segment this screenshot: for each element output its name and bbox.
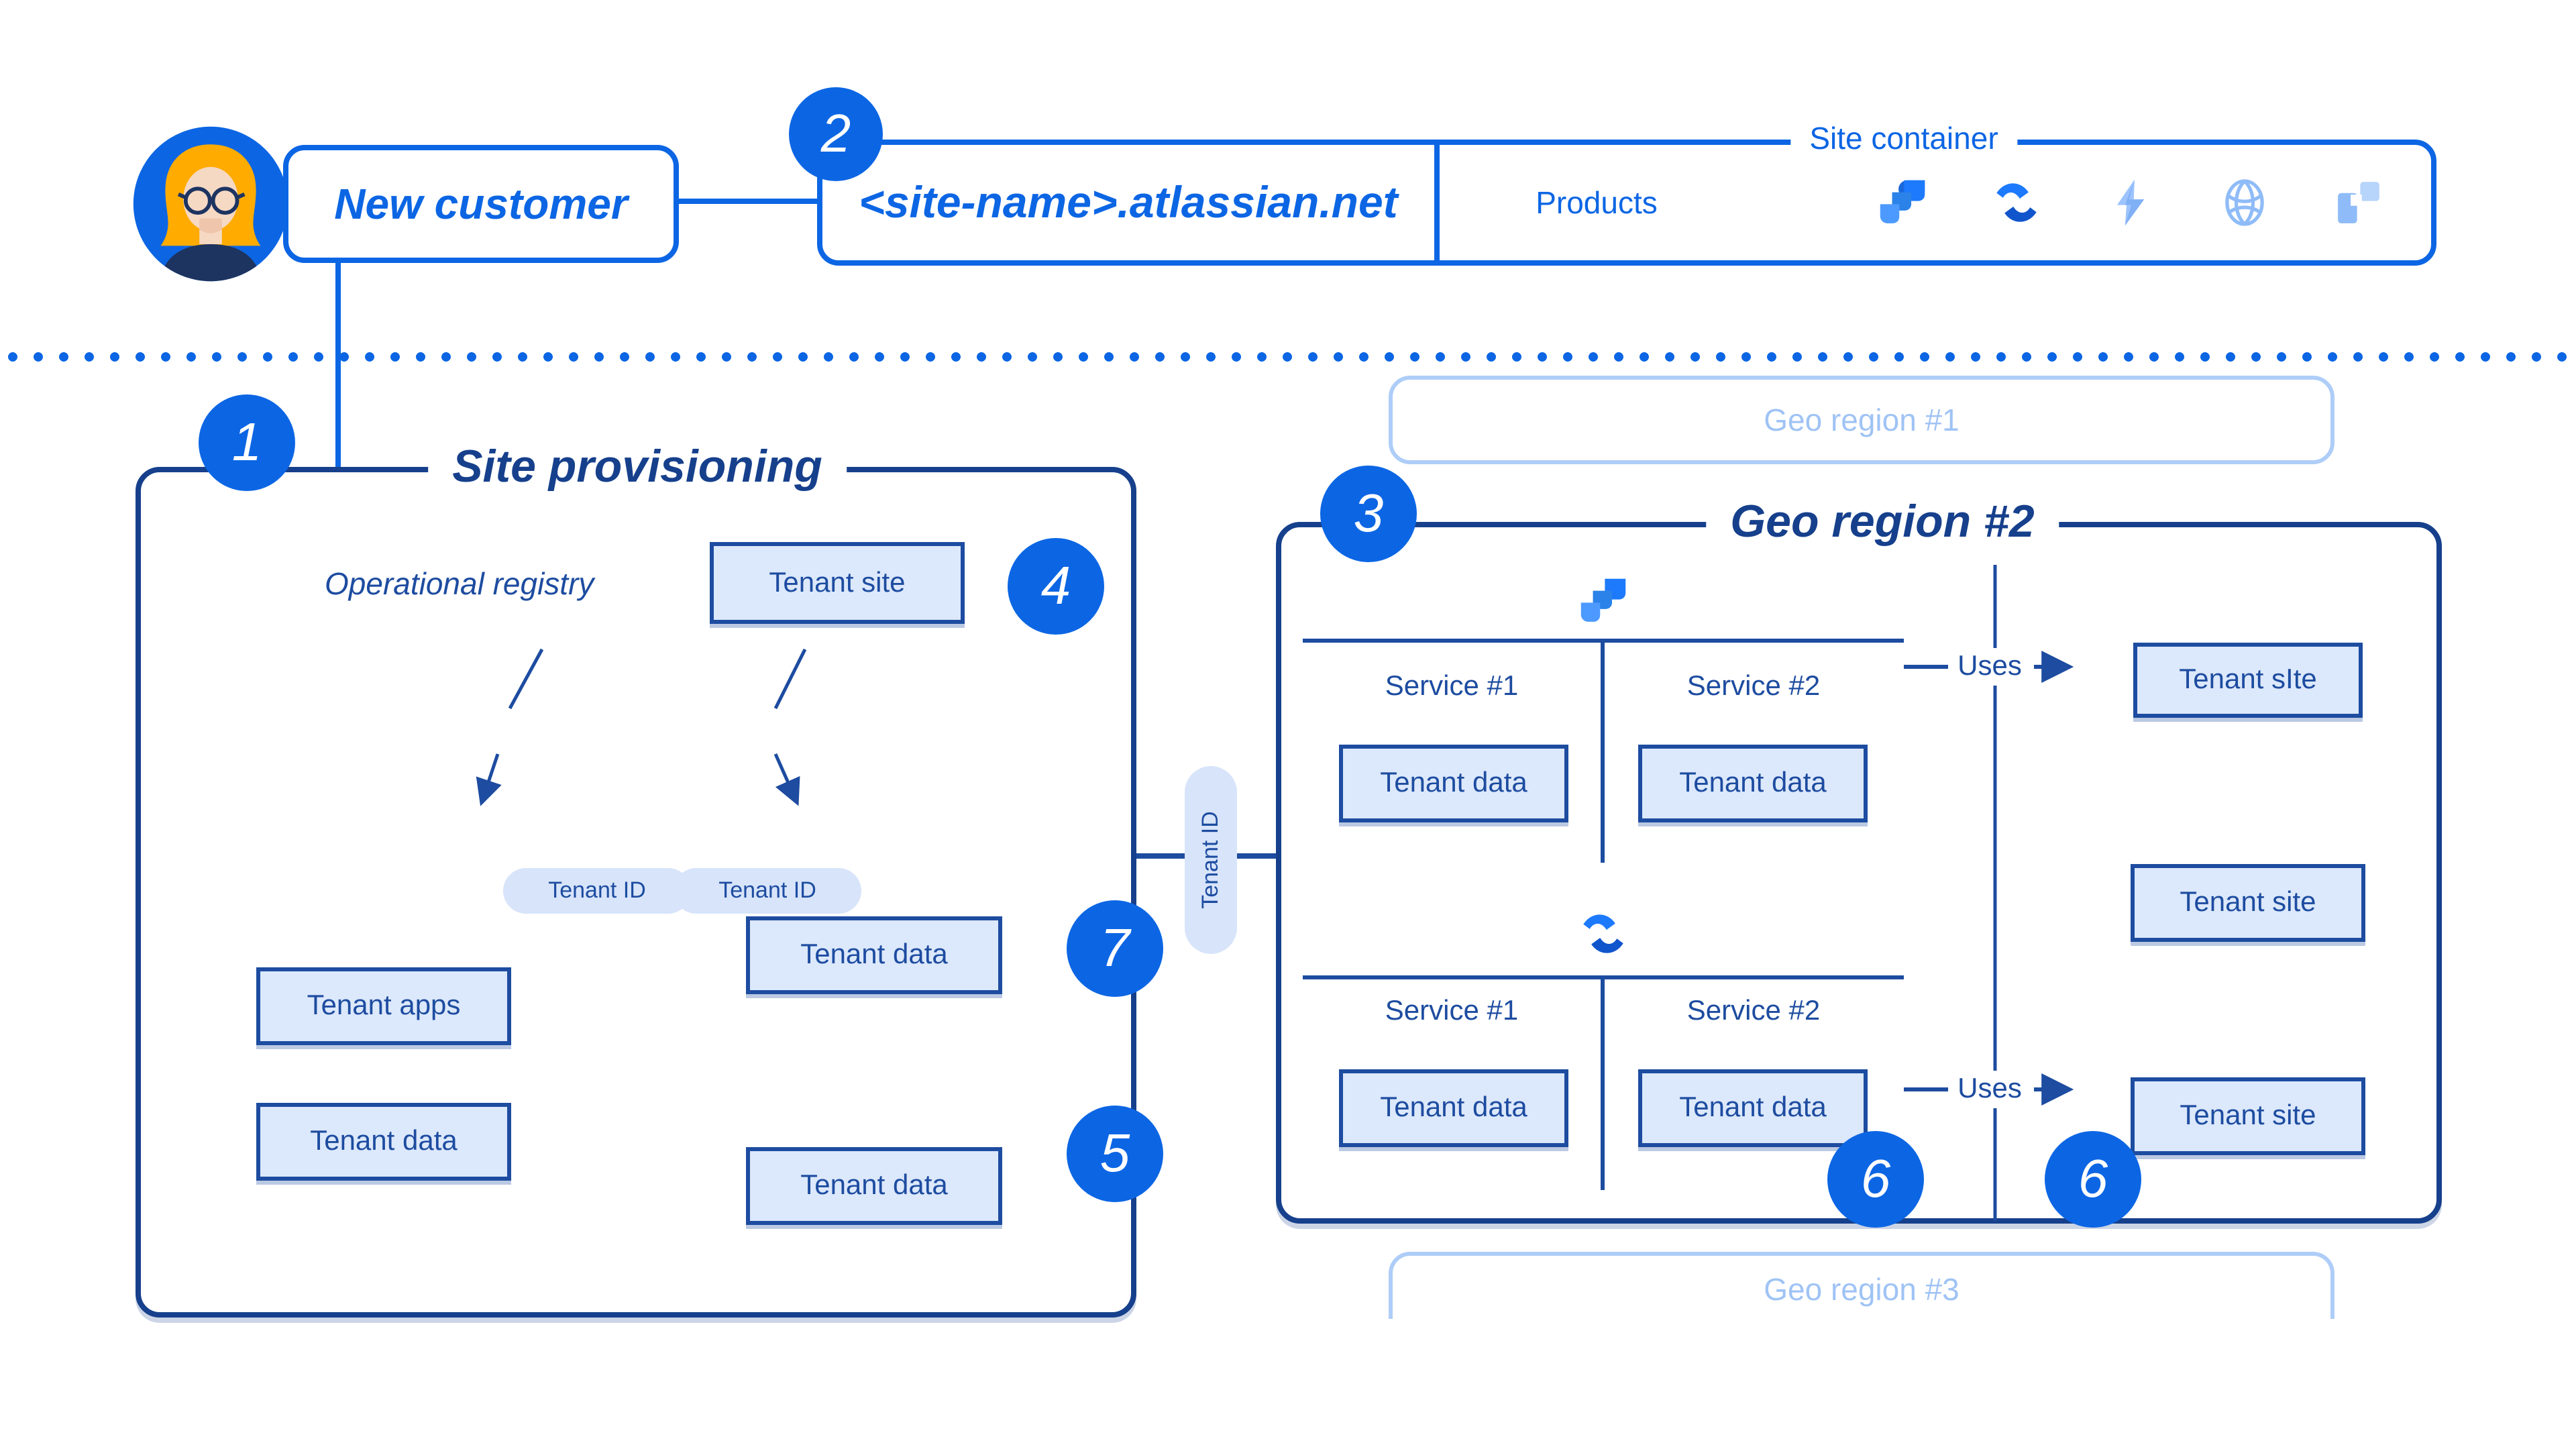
commerce-tenant-apps-box: Tenant apps (256, 967, 511, 1045)
jira-service-1-tenant-data-box: Tenant data (1339, 745, 1568, 822)
globe-icon (2225, 179, 2264, 226)
new-customer-label: New customer (334, 179, 628, 227)
platform-service-3-tenant-box: Tenant site (2131, 1077, 2365, 1155)
products-label: Products (1536, 184, 1658, 219)
commerce-tenant-data-box: Tenant data (256, 1103, 511, 1181)
tenant-id-connector-label: Tenant ID (1197, 811, 1224, 909)
operational-registry-title: Operational registry (325, 566, 594, 601)
confluence-service-1-tenant-data-box: Tenant data (1339, 1069, 1568, 1147)
confluence-service-2-tenant-data-box: Tenant data (1638, 1069, 1868, 1147)
step-badge-6-left: 6 (1827, 1131, 1924, 1228)
step-badge-4: 4 (1008, 538, 1104, 635)
jira-services-divider (1601, 643, 1605, 863)
geo-region-1-title: Geo region #1 (1764, 402, 1960, 437)
jira-service-2-label: Service #2 (1686, 671, 1821, 702)
site-container-divider (1434, 140, 1440, 266)
dotted-separator-line (0, 350, 2576, 364)
confluence-service-2-label: Service #2 (1686, 996, 1821, 1026)
platform-service-1-tenant-box: Tenant sIte (2133, 643, 2363, 718)
billing-tenant-data-box: Tenant data (746, 916, 1002, 994)
site-name-label: <site-name>.atlassian.net (859, 177, 1398, 227)
geo-region-2-title: Geo region #2 (1706, 491, 2059, 553)
site-container-title: Site container (1790, 118, 2017, 158)
platform-service-2-tenant-box: Tenant site (2131, 864, 2365, 942)
jira-section-divider (1303, 639, 1904, 643)
new-customer-node: New customer (283, 145, 679, 263)
confluence-icon (1996, 183, 2037, 222)
geo-region-1-box: Geo region #1 (1389, 376, 2334, 464)
bolt-icon (2116, 179, 2145, 226)
confluence-section-divider (1303, 975, 1904, 979)
tenant-id-pill-left: Tenant ID (503, 868, 691, 914)
site-name-node: <site-name>.atlassian.net (817, 140, 1440, 266)
confluence-services-divider (1601, 979, 1605, 1190)
identity-tenant-data-box: Tenant data (746, 1147, 1002, 1225)
product-icons-row (1877, 177, 2384, 228)
site-provisioning-title: Site provisioning (428, 436, 847, 498)
step-badge-1: 1 (199, 394, 295, 491)
confluence-icon (1583, 914, 1623, 953)
uses-label-top: Uses (1948, 648, 2031, 686)
tenant-id-pill-right: Tenant ID (674, 868, 861, 914)
step-badge-2: 2 (789, 87, 883, 181)
geo-region-3-title: Geo region #3 (1764, 1272, 1960, 1307)
step-badge-5: 5 (1067, 1106, 1163, 1202)
jira-service-1-label: Service #1 (1385, 671, 1519, 702)
step-badge-7: 7 (1067, 900, 1163, 997)
uses-label-bottom: Uses (1948, 1071, 2031, 1108)
customer-to-site-connector (679, 199, 817, 204)
geo-region-3-box: Geo region #3 (1389, 1252, 2334, 1319)
jira-service-2-tenant-data-box: Tenant data (1638, 745, 1868, 822)
jira-icon (1580, 578, 1626, 622)
customer-avatar (133, 126, 288, 282)
customer-to-provisioning-connector (335, 263, 341, 467)
site-container-box (817, 140, 2436, 266)
registry-tenant-site-box: Tenant site (710, 542, 965, 624)
step-badge-3: 3 (1320, 466, 1417, 562)
tenant-id-connector-pill: Tenant ID (1185, 766, 1237, 954)
step-badge-6-right: 6 (2045, 1131, 2141, 1228)
jira-icon (1880, 180, 1925, 223)
squares-icon (2338, 182, 2379, 223)
confluence-service-1-label: Service #1 (1385, 996, 1519, 1026)
